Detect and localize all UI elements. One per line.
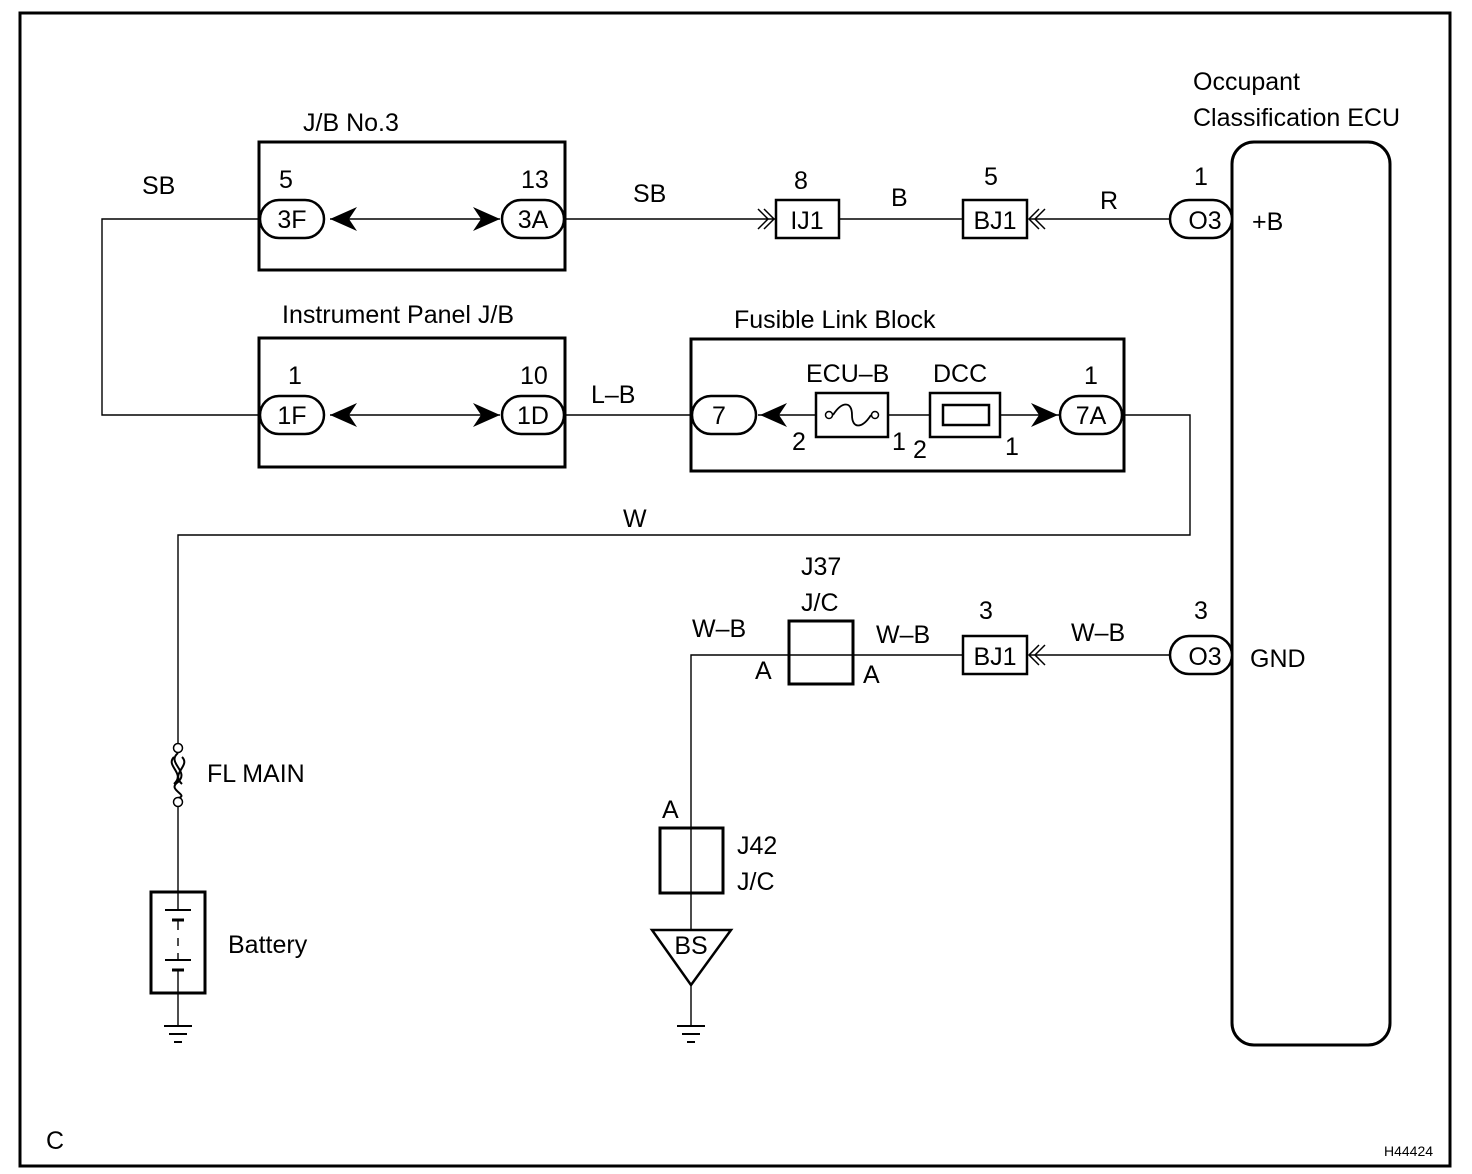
jb3-left-pin: 5 <box>279 166 293 194</box>
connector-3f-label: 3F <box>277 206 306 234</box>
diagram-frame <box>18 11 1452 1168</box>
ecu-title-line2: Classification ECU <box>1193 104 1400 132</box>
fuse-dcc-pin-right: 1 <box>1005 433 1019 461</box>
ipjb-right-pin: 10 <box>520 362 548 390</box>
jb3-right-arrow-icon <box>473 207 500 231</box>
flb-right-arrow-icon <box>1031 403 1058 427</box>
jb3-left-arrow-icon <box>330 207 357 231</box>
wire-sb-loop: SB <box>101 172 260 416</box>
occupant-classification-ecu: Occupant Classification ECU +B GND <box>1193 68 1400 1047</box>
wire-sb-top-label: SB <box>633 180 666 208</box>
fl-main-terminal-top-icon <box>172 742 184 754</box>
fuse-dcc <box>928 391 1002 439</box>
flb-right-pin: 1 <box>1084 362 1098 390</box>
junction-block-no3: J/B No.3 5 13 3F 3A <box>257 109 567 272</box>
wire-w: W <box>177 414 1191 744</box>
wire-r-label: R <box>1100 187 1118 215</box>
figure-id: H44424 <box>1384 1143 1433 1159</box>
ecu-title-line1: Occupant <box>1193 68 1300 96</box>
ecu-pin-plus-b-label: +B <box>1252 208 1283 236</box>
wire-wb-left-label: W–B <box>692 615 746 643</box>
bs-ground-icon <box>677 1025 705 1043</box>
j42-name: J42 <box>737 832 777 860</box>
j37-type: J/C <box>801 589 839 617</box>
wire-lb: L–B <box>564 381 692 416</box>
j37-left-terminal: A <box>755 657 772 685</box>
j37-right-terminal: A <box>863 661 880 689</box>
connector-o3-top-label: O3 <box>1188 207 1221 235</box>
connector-7-label: 7 <box>712 402 726 430</box>
connector-bj1-bottom-label: BJ1 <box>973 643 1016 671</box>
battery: Battery <box>149 890 308 1043</box>
ipjb-title: Instrument Panel J/B <box>282 301 514 329</box>
j37-name: J37 <box>801 553 841 581</box>
fuse-ecu-b-pin-left: 2 <box>792 428 806 456</box>
fusible-link-icon <box>170 752 186 799</box>
wire-wb-right-label: W–B <box>1071 619 1125 647</box>
j42-type: J/C <box>737 868 775 896</box>
fusible-link-block: Fusible Link Block 7 ECU–B 2 1 DCC 2 1 1… <box>689 306 1126 473</box>
wire-lb-label: L–B <box>591 381 635 409</box>
ground-point-bs <box>649 928 734 988</box>
corner-label: C <box>46 1127 64 1155</box>
o3-top-pin: 1 <box>1194 163 1208 191</box>
wire-b-label: B <box>891 184 908 212</box>
junction-connector-j37 <box>787 619 855 686</box>
connector-o3-top <box>1168 198 1234 240</box>
ipjb-right-arrow-icon <box>473 403 500 427</box>
connector-o3-bottom-label: O3 <box>1188 643 1221 671</box>
ecu-pin-gnd-label: GND <box>1250 645 1306 673</box>
instrument-panel-junction-block: Instrument Panel J/B 1 10 1F 1D <box>257 301 567 469</box>
ij1-arrow-icon <box>757 208 776 230</box>
flb-left-arrow-icon <box>760 403 787 427</box>
jb3-right-pin: 13 <box>521 166 549 194</box>
ipjb-left-arrow-icon <box>330 403 357 427</box>
flb-title: Fusible Link Block <box>734 306 936 334</box>
battery-ground-icon <box>164 1025 192 1043</box>
wire-w-label: W <box>623 505 647 533</box>
fuse-ecu-b-terminal-right-icon <box>870 410 880 420</box>
connector-ij1 <box>774 198 841 240</box>
o3-bottom-pin: 3 <box>1194 597 1208 625</box>
wire-top-run: SB 8 IJ1 B 5 BJ1 R 1 O3 <box>564 163 1234 240</box>
j42-terminal: A <box>662 796 679 824</box>
connector-ij1-label: IJ1 <box>790 207 823 235</box>
battery-label: Battery <box>228 931 308 959</box>
bj1-bottom-pin: 3 <box>979 597 993 625</box>
jb3-title: J/B No.3 <box>303 109 399 137</box>
fl-main-terminal-bottom-icon <box>172 796 184 808</box>
fuse-ecu-b-terminal-left-icon <box>824 410 834 420</box>
connector-7a-label: 7A <box>1076 402 1107 430</box>
fuse-wave-icon <box>832 403 872 427</box>
connector-1f-label: 1F <box>277 402 306 430</box>
connector-3a-label: 3A <box>518 206 549 234</box>
connector-1d-label: 1D <box>517 402 549 430</box>
fl-main-fusible-link: FL MAIN <box>170 742 305 892</box>
fuse-ecu-b-pin-right: 1 <box>892 428 906 456</box>
wire-sb-left-label: SB <box>142 172 175 200</box>
fuse-dcc-label: DCC <box>933 360 987 388</box>
ipjb-left-pin: 1 <box>288 362 302 390</box>
fuse-ecu-b-label: ECU–B <box>806 360 889 388</box>
bj1-bottom-arrow-icon <box>1027 644 1046 666</box>
fuse-dcc-pin-left: 2 <box>913 436 927 464</box>
fl-main-label: FL MAIN <box>207 760 305 788</box>
ij1-pin: 8 <box>794 167 808 195</box>
wire-ground-run: 3 O3 W–B 3 BJ1 W–B J37 J/C A A W–B A J42… <box>649 553 1234 1043</box>
connector-bj1-top-label: BJ1 <box>973 207 1016 235</box>
bj1-top-pin: 5 <box>984 163 998 191</box>
wire-wb-mid-label: W–B <box>876 621 930 649</box>
ground-point-bs-label: BS <box>674 932 707 960</box>
connector-bj1-top <box>961 198 1029 240</box>
fuse-dcc-element-icon <box>941 403 991 427</box>
